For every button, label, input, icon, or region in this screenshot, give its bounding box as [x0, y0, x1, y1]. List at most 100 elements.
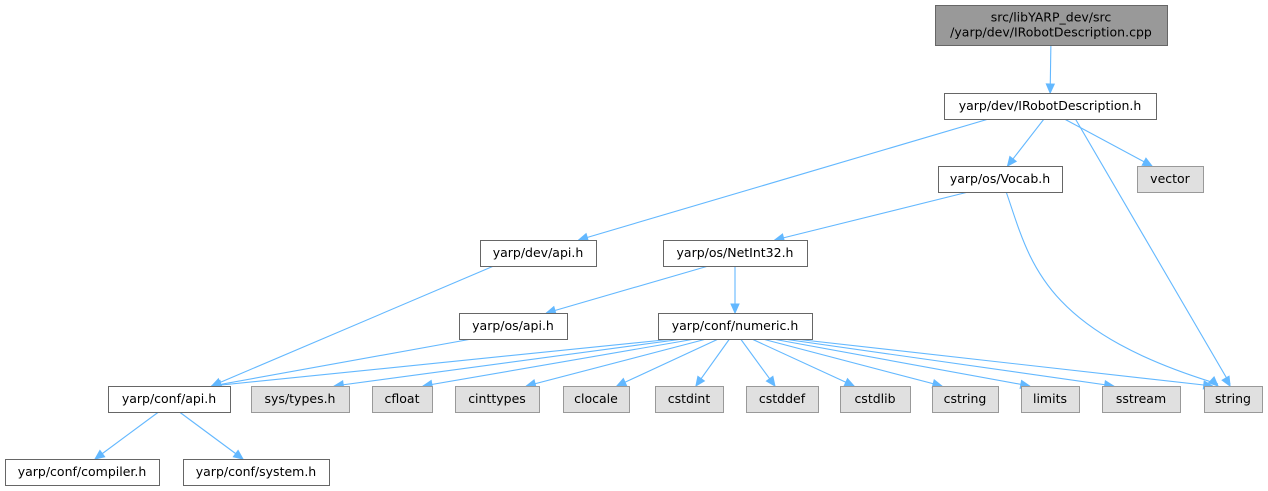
node-string[interactable]: string	[1204, 386, 1263, 413]
node-numeric_h-box	[658, 313, 813, 340]
node-netint32_h-box	[663, 240, 808, 267]
node-clocale[interactable]: clocale	[563, 386, 630, 413]
edge-root-to-irobot_h	[1045, 44, 1056, 95]
edge-numeric_h-to-cstdint-line	[695, 338, 730, 387]
edge-numeric_h-to-cstring-line	[762, 338, 943, 387]
edge-numeric_h-to-clocale-arrowhead	[615, 377, 628, 387]
node-cstdint[interactable]: cstdint	[655, 386, 724, 413]
node-vector[interactable]: vector	[1137, 166, 1204, 193]
node-system_h[interactable]: yarp/conf/system.h	[183, 459, 330, 486]
edge-numeric_h-to-sstream-line	[783, 338, 1114, 387]
edge-root-to-irobot_h-arrowhead	[1045, 83, 1056, 95]
edge-numeric_h-to-cstdlib-line	[751, 338, 855, 387]
node-string-box	[1204, 386, 1263, 413]
node-numeric_h[interactable]: yarp/conf/numeric.h	[658, 313, 813, 340]
node-irobot_h-label: yarp/dev/IRobotDescription.h	[959, 98, 1142, 113]
edge-numeric_h-to-conf_api_h-line	[211, 338, 674, 387]
node-os_api_h-label: yarp/os/api.h	[472, 318, 554, 333]
node-limits-box	[1021, 386, 1080, 413]
edge-conf_api_h-to-compiler_h	[94, 411, 159, 460]
edge-irobot_h-to-vector-arrowhead	[1141, 157, 1154, 167]
node-sys_types_h-box	[251, 386, 350, 413]
edge-irobot_h-to-vocab_h-line	[1007, 118, 1045, 167]
node-compiler_h-label: yarp/conf/compiler.h	[18, 464, 147, 479]
edge-irobot_h-to-dev_api_h	[577, 118, 989, 242]
node-root-label: /yarp/dev/IRobotDescription.cpp	[950, 25, 1152, 40]
edge-irobot_h-to-vector	[1064, 118, 1154, 167]
node-irobot_h[interactable]: yarp/dev/IRobotDescription.h	[944, 93, 1157, 120]
node-string-label: string	[1215, 391, 1251, 406]
edge-os_api_h-to-conf_api_h-line	[211, 338, 472, 387]
edge-numeric_h-to-sstream	[783, 338, 1115, 390]
edge-netint32_h-to-numeric_h-arrowhead	[730, 303, 740, 315]
node-conf_api_h-box	[108, 386, 231, 413]
edge-vocab_h-to-netint32_h	[773, 191, 969, 243]
node-vector-label: vector	[1150, 171, 1191, 186]
edge-conf_api_h-to-compiler_h-line	[94, 411, 159, 460]
edge-numeric_h-to-sys_types_h	[333, 338, 683, 390]
edge-irobot_h-to-string-arrowhead	[1221, 375, 1231, 388]
node-cfloat[interactable]: cfloat	[372, 386, 433, 413]
node-sys_types_h[interactable]: sys/types.h	[251, 386, 350, 413]
edge-numeric_h-to-cstddef-arrowhead	[765, 375, 776, 387]
edge-numeric_h-to-cstddef	[740, 338, 776, 387]
edge-numeric_h-to-cinttypes-line	[526, 338, 707, 387]
node-cinttypes-label: cinttypes	[468, 391, 526, 406]
node-sstream-box	[1102, 386, 1181, 413]
edge-numeric_h-to-cstdlib-arrowhead	[843, 377, 856, 387]
node-cstring-label: cstring	[944, 391, 987, 406]
node-vocab_h[interactable]: yarp/os/Vocab.h	[938, 166, 1063, 193]
node-conf_api_h[interactable]: yarp/conf/api.h	[108, 386, 231, 413]
edge-netint32_h-to-os_api_h	[545, 265, 709, 315]
node-cstddef[interactable]: cstddef	[746, 386, 819, 413]
node-cinttypes[interactable]: cinttypes	[455, 386, 540, 413]
node-limits[interactable]: limits	[1021, 386, 1080, 413]
node-netint32_h[interactable]: yarp/os/NetInt32.h	[663, 240, 808, 267]
node-dev_api_h-label: yarp/dev/api.h	[493, 245, 584, 260]
node-cstddef-box	[746, 386, 819, 413]
edge-numeric_h-to-cinttypes	[525, 338, 707, 389]
node-cstring[interactable]: cstring	[932, 386, 999, 413]
node-cstdint-box	[655, 386, 724, 413]
node-irobot_h-box	[944, 93, 1157, 120]
node-dev_api_h[interactable]: yarp/dev/api.h	[480, 240, 597, 267]
edge-numeric_h-to-cstdlib	[751, 338, 856, 387]
node-cfloat-box	[372, 386, 433, 413]
node-limits-label: limits	[1033, 391, 1067, 406]
edge-numeric_h-to-clocale	[615, 338, 719, 387]
node-os_api_h[interactable]: yarp/os/api.h	[459, 313, 568, 340]
node-cstdlib[interactable]: cstdlib	[840, 386, 911, 413]
node-compiler_h-box	[5, 459, 160, 486]
edge-vocab_h-to-netint32_h-line	[774, 191, 969, 241]
node-cfloat-label: cfloat	[385, 391, 420, 406]
edge-conf_api_h-to-system_h-line	[179, 411, 244, 460]
edge-numeric_h-to-cfloat-line	[422, 338, 696, 387]
edge-numeric_h-to-limits	[772, 338, 1031, 389]
edge-numeric_h-to-cfloat	[421, 338, 696, 390]
node-root[interactable]: src/libYARP_dev/src/yarp/dev/IRobotDescr…	[935, 5, 1168, 46]
edge-numeric_h-to-conf_api_h	[210, 338, 674, 390]
node-root-box	[935, 5, 1168, 46]
edge-dev_api_h-to-conf_api_h-line	[211, 265, 494, 387]
edge-numeric_h-to-limits-line	[772, 338, 1030, 387]
edges-layer	[94, 44, 1231, 460]
edge-numeric_h-to-cstddef-line	[740, 338, 776, 387]
nodes-layer: src/libYARP_dev/src/yarp/dev/IRobotDescr…	[5, 5, 1263, 486]
edge-irobot_h-to-string	[1074, 118, 1231, 388]
edge-numeric_h-to-clocale-line	[616, 338, 719, 387]
node-compiler_h[interactable]: yarp/conf/compiler.h	[5, 459, 160, 486]
node-cstddef-label: cstddef	[759, 391, 806, 406]
node-root-label: src/libYARP_dev/src	[991, 10, 1112, 25]
node-os_api_h-box	[459, 313, 568, 340]
edge-irobot_h-to-dev_api_h-line	[578, 118, 989, 241]
node-cstring-box	[932, 386, 999, 413]
node-system_h-box	[183, 459, 330, 486]
edge-numeric_h-to-cstring	[762, 338, 944, 389]
node-system_h-label: yarp/conf/system.h	[196, 464, 316, 479]
node-sstream[interactable]: sstream	[1102, 386, 1181, 413]
node-netint32_h-label: yarp/os/NetInt32.h	[677, 245, 794, 260]
node-dev_api_h-box	[480, 240, 597, 267]
edge-conf_api_h-to-system_h	[179, 411, 244, 460]
node-vector-box	[1137, 166, 1204, 193]
